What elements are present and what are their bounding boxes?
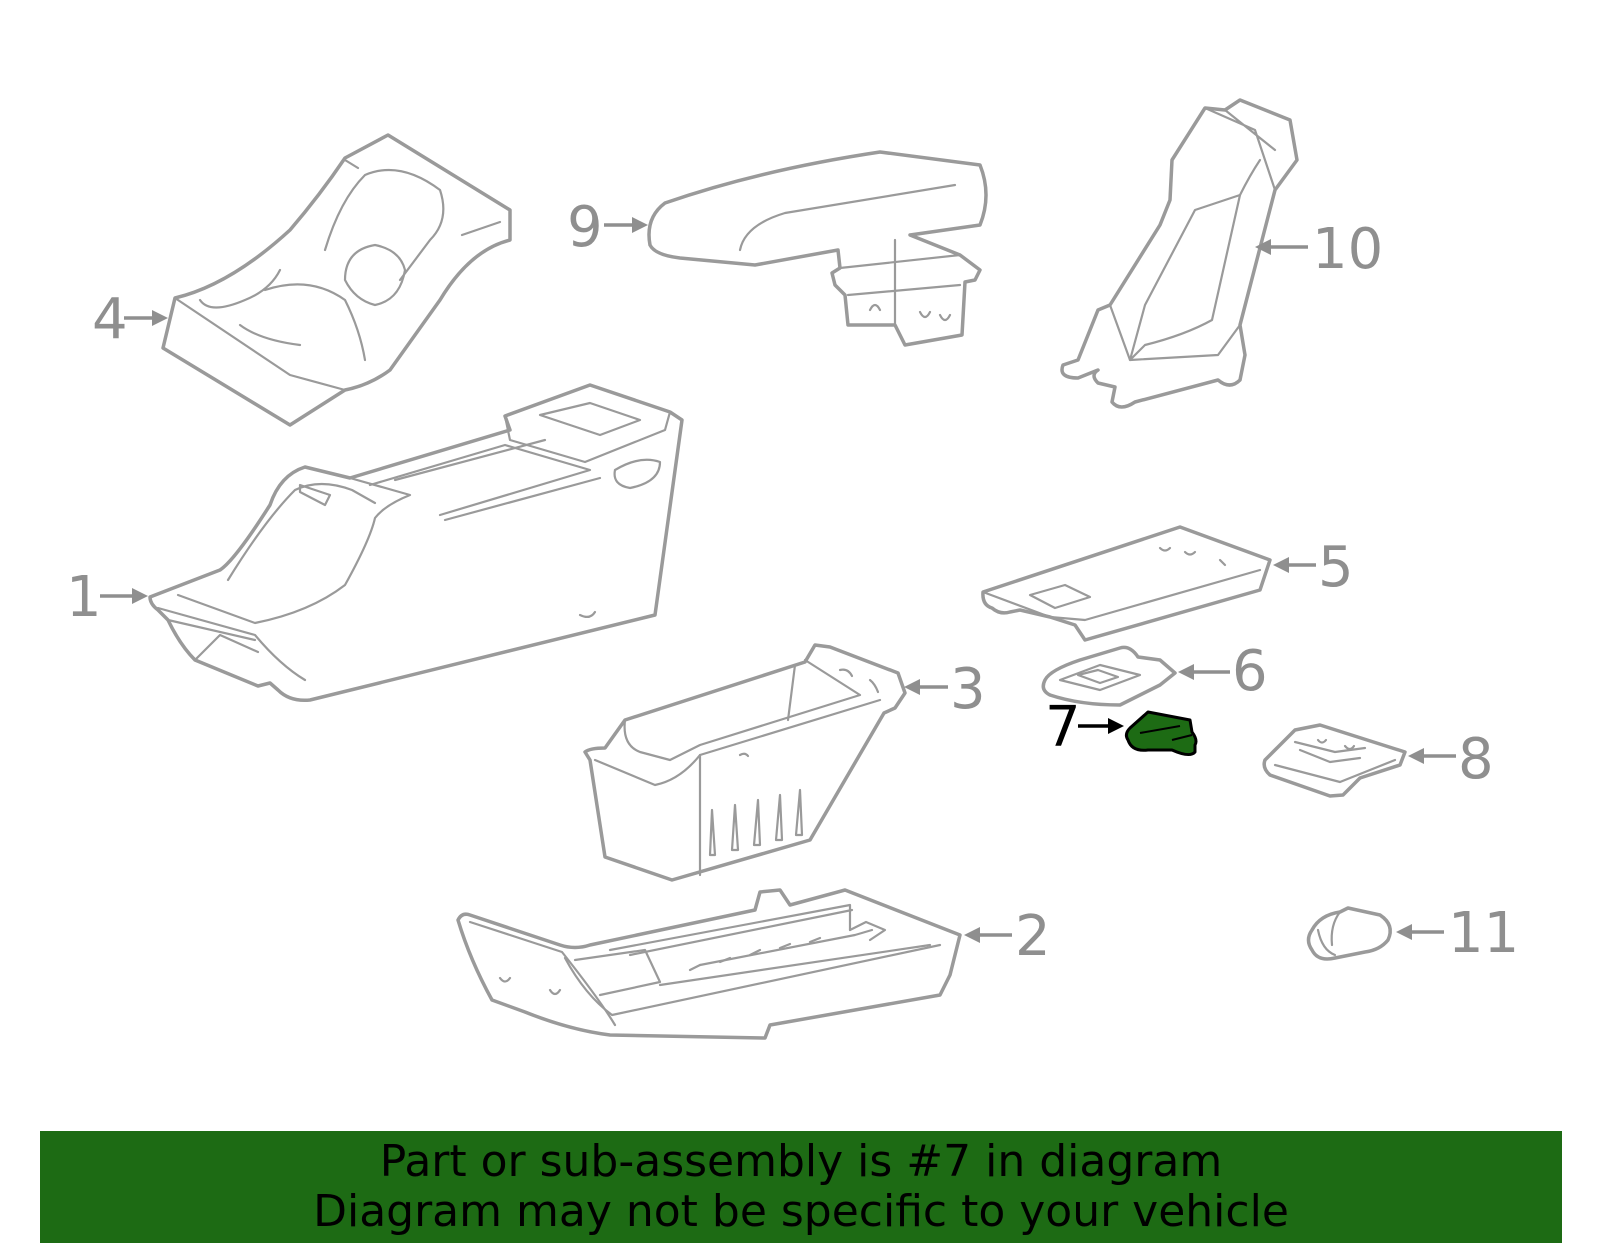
part-3-storage-bin[interactable]	[583, 643, 907, 882]
part-1-console-body[interactable]	[148, 383, 684, 703]
banner-line-disclaimer: Diagram may not be specific to your vehi…	[313, 1186, 1289, 1237]
info-banner: Part or sub-assembly is #7 in diagram Di…	[40, 1131, 1562, 1243]
callout-label-8: 8	[1458, 727, 1494, 792]
part-6-bin-insert[interactable]	[1041, 645, 1177, 707]
part-9-armrest[interactable]	[647, 150, 988, 347]
callout-6: 6	[1178, 639, 1268, 704]
part-2-lower-tray[interactable]	[456, 888, 962, 1040]
callout-label-7: 7	[1045, 695, 1081, 760]
callout-label-11: 11	[1448, 901, 1519, 966]
callout-8: 8	[1408, 727, 1494, 792]
callout-label-10: 10	[1312, 217, 1383, 282]
callout-1: 1	[66, 565, 148, 630]
part-8-bracket[interactable]	[1262, 723, 1407, 798]
callout-2: 2	[964, 904, 1051, 969]
part-5-console-plate[interactable]	[981, 525, 1272, 642]
callout-10: 10	[1255, 217, 1383, 282]
callout-label-2: 2	[1015, 904, 1051, 969]
callout-label-4: 4	[92, 287, 128, 352]
part-10-bracket[interactable]	[1060, 98, 1299, 409]
callout-4: 4	[92, 287, 168, 352]
callout-5: 5	[1273, 535, 1354, 600]
callout-label-6: 6	[1232, 639, 1268, 704]
banner-line-part-info: Part or sub-assembly is #7 in diagram	[379, 1136, 1223, 1187]
callout-9: 9	[567, 195, 648, 260]
callout-7-highlighted: 7	[1045, 695, 1124, 760]
callout-label-9: 9	[567, 195, 603, 260]
part-11-cap[interactable]	[1306, 906, 1392, 961]
callout-label-3: 3	[950, 657, 986, 722]
callout-label-5: 5	[1318, 535, 1354, 600]
callout-11: 11	[1396, 901, 1519, 966]
callout-label-1: 1	[66, 565, 102, 630]
part-4-cup-holder-trim[interactable]	[161, 133, 512, 427]
callout-3: 3	[904, 657, 986, 722]
part-7-clip-highlighted[interactable]	[1124, 710, 1198, 757]
